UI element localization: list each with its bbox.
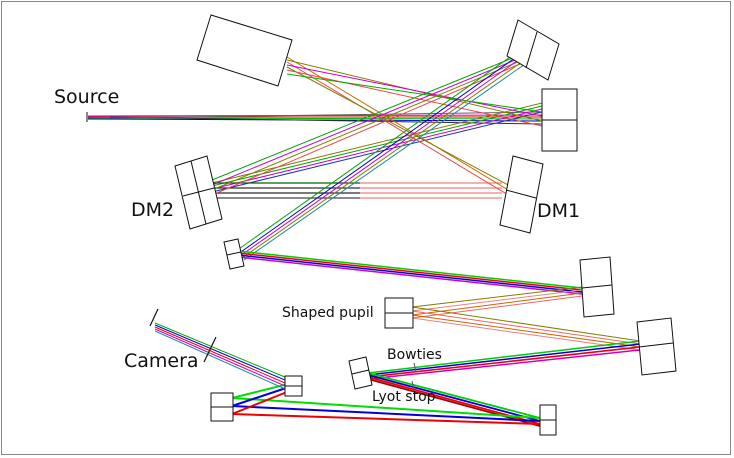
beam-m4-to-lyot [367,340,641,380]
bowties-mark [413,362,417,373]
top-mirror-box [196,14,293,87]
beam-dm2-to-dm1 [212,182,502,199]
dm1-mirror [499,155,544,234]
lyot-stop-mark [411,380,415,391]
camera-detector [149,308,217,363]
fold-mirror-4 [284,375,303,397]
beam-fold1-to-m3 [237,250,583,295]
fold-mirror-2 [539,404,557,436]
m1-mirror [506,19,560,81]
dm1-label: DM1 [537,200,581,222]
beam-fold3-to-fold4 [231,382,293,415]
camera-label: Camera [124,350,199,372]
m3-mirror [579,256,615,318]
shaped-pupil-label: Shaped pupil [282,305,374,321]
beam-topbox-to-m1 [286,56,543,197]
lyot-mirror [348,356,373,390]
beam-shaped-pupil-to-m4 [411,306,641,351]
lyot-stop-label: Lyot stop [372,389,436,405]
bowties-label: Bowties [387,347,442,363]
fold-mirror-3 [210,392,234,422]
beam-m2-to-dm2-top [211,102,543,193]
source-label: Source [54,86,120,108]
beam-topright-to-fold1 [235,49,529,261]
beam-source-to-m2 [87,111,543,125]
shaped-pupil-element [384,297,414,329]
m4-mirror [636,317,677,376]
beam-fold4-to-camera [154,322,293,393]
m2-mirror [541,88,578,152]
dm2-label: DM2 [131,199,175,221]
dm2-mirror [174,155,223,230]
fold-mirror-1 [223,238,245,270]
beam-fold2-to-fold3 [231,397,541,425]
